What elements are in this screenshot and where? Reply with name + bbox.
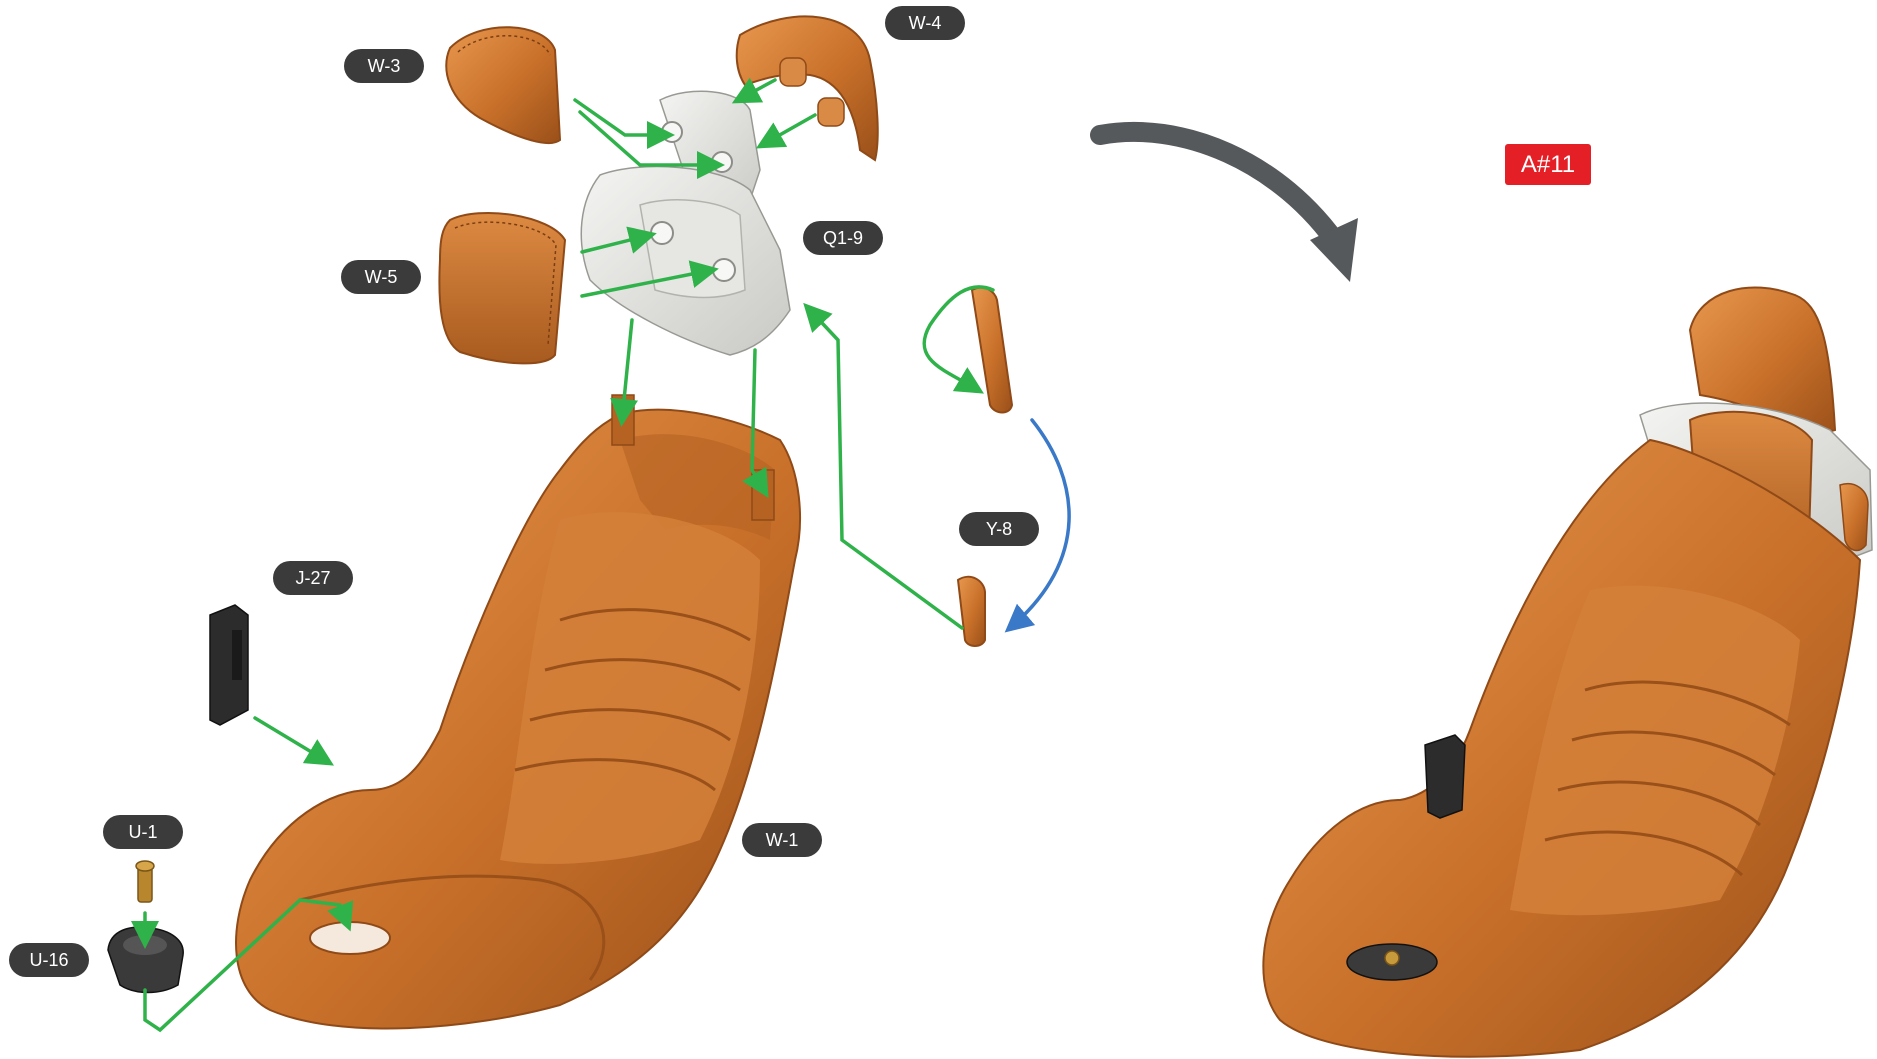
label-q1-9: Q1-9: [803, 221, 883, 255]
cushion-w5: [439, 213, 565, 363]
arrow-w4-lower: [762, 115, 815, 145]
label-w5: W-5: [341, 260, 421, 294]
label-w1: W-1: [742, 823, 822, 857]
arrow-strap-to-bracket: [808, 308, 962, 628]
strap-y8: [958, 287, 1012, 646]
screw-u1: [136, 861, 154, 902]
step-badge: A#11: [1505, 144, 1591, 185]
label-w4: W-4: [885, 6, 965, 40]
seat-shell-w1: [236, 395, 800, 1029]
arrow-w3-upper: [575, 100, 668, 135]
label-u16: U-16: [9, 943, 89, 977]
transition-arrow: [1100, 132, 1358, 282]
label-y8: Y-8: [959, 512, 1039, 546]
label-w3: W-3: [344, 49, 424, 83]
label-u1: U-1: [103, 815, 183, 849]
assembled-seat: [1263, 288, 1872, 1057]
arrow-j27: [255, 718, 328, 762]
headrest-top-w3: [446, 27, 560, 143]
clip-j27: [210, 605, 248, 725]
headrest-bracket-q1-9: [581, 91, 790, 355]
label-j27: J-27: [273, 561, 353, 595]
